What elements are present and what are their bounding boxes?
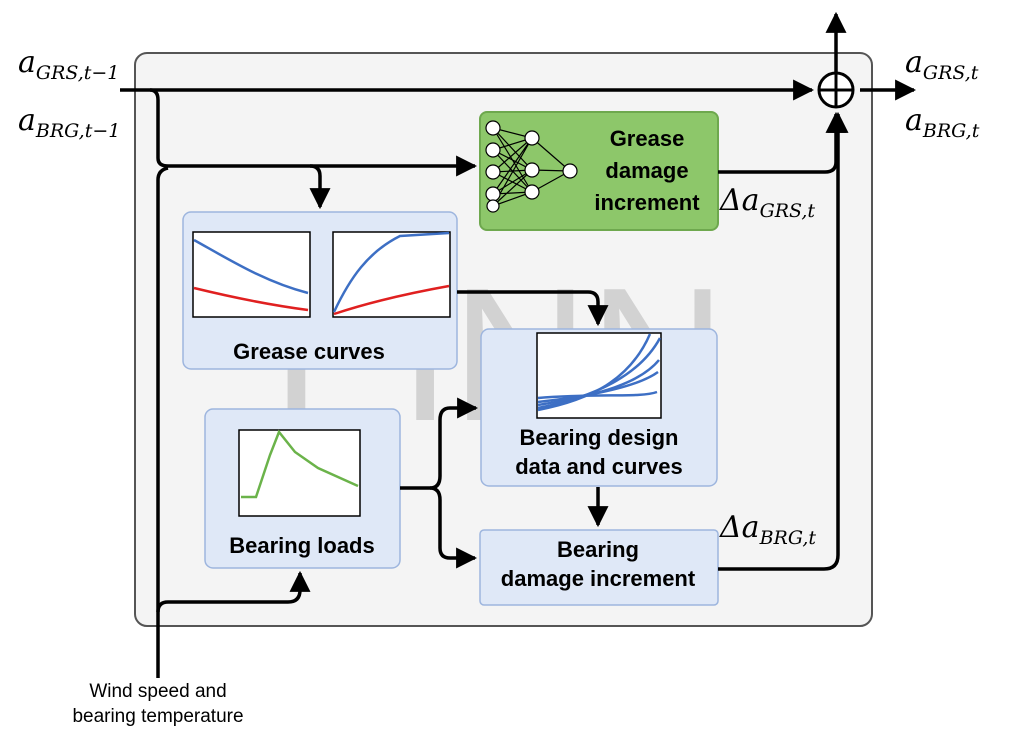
grease-damage-label-1: Grease bbox=[610, 126, 685, 151]
sum-junction-icon bbox=[817, 71, 855, 109]
neural-network-icon bbox=[485, 120, 578, 213]
bearing-loads-label: Bearing loads bbox=[229, 533, 374, 558]
grease-curves-label: Grease curves bbox=[233, 339, 385, 364]
label-a-brg-out: aBRG,t bbox=[905, 103, 980, 142]
input-note-line-1: Wind speed and bbox=[89, 681, 226, 702]
bearing-design-plot bbox=[536, 332, 662, 419]
arrow-grease-increment-to-sum bbox=[718, 111, 847, 174]
arrow-wind-input bbox=[156, 166, 169, 678]
arrow-bearing-increment-to-sum bbox=[718, 111, 849, 571]
grease-damage-label-2: damage bbox=[605, 158, 688, 183]
bearing-design-label-2: data and curves bbox=[515, 454, 683, 479]
label-a-grs-out: aGRS,t bbox=[905, 45, 979, 84]
bearing-damage-label-1: Bearing bbox=[557, 537, 639, 562]
grease-curves-plot-right bbox=[332, 231, 451, 318]
label-a-grs-prev: aGRS,t−1 bbox=[18, 45, 119, 84]
label-a-brg-prev: aBRG,t−1 bbox=[18, 103, 120, 142]
bearing-damage-label-2: damage increment bbox=[501, 566, 696, 591]
label-delta-brg: ΔaBRG,t bbox=[719, 510, 816, 549]
bearing-loads-plot bbox=[238, 429, 361, 517]
arrow-to-grease-curves bbox=[309, 164, 331, 210]
arrow-wind-to-loads bbox=[156, 570, 311, 613]
arrow-loads-to-damage bbox=[429, 486, 478, 569]
arrow-to-grease-damage bbox=[149, 88, 478, 177]
bearing-design-label-1: Bearing design bbox=[520, 425, 679, 450]
input-note-line-2: bearing temperature bbox=[72, 706, 243, 727]
grease-damage-label-3: increment bbox=[594, 190, 700, 215]
arrow-grease-curves-to-design bbox=[457, 290, 609, 327]
label-delta-grs: ΔaGRS,t bbox=[719, 183, 815, 222]
grease-curves-plot-left bbox=[192, 231, 311, 318]
